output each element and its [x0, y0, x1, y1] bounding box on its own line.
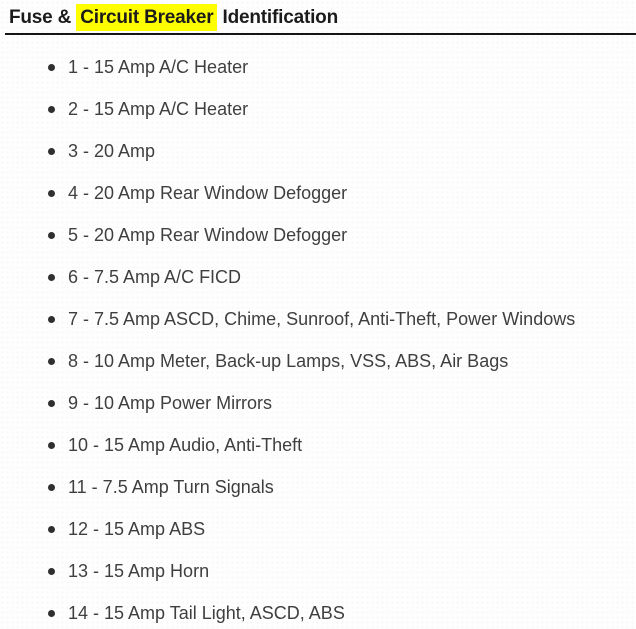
list-item: 7 - 7.5 Amp ASCD, Chime, Sunroof, Anti-T… [48, 308, 636, 331]
list-item: 6 - 7.5 Amp A/C FICD [48, 266, 636, 289]
list-item: 1 - 15 Amp A/C Heater [48, 56, 636, 79]
list-item: 2 - 15 Amp A/C Heater [48, 98, 636, 121]
bullet-icon [48, 568, 55, 575]
list-item-label: 14 - 15 Amp Tail Light, ASCD, ABS [68, 603, 345, 623]
page-title: Fuse & Circuit Breaker Identification [0, 0, 636, 31]
bullet-icon [48, 232, 55, 239]
list-item-label: 12 - 15 Amp ABS [68, 519, 206, 539]
bullet-icon [48, 148, 55, 155]
page-title-highlight: Circuit Breaker [76, 4, 218, 31]
list-item: 12 - 15 Amp ABS [48, 518, 636, 541]
list-item-label: 2 - 15 Amp A/C Heater [68, 99, 249, 119]
bullet-icon [48, 442, 55, 449]
list-item-label: 5 - 20 Amp Rear Window Defogger [68, 225, 348, 245]
list-item-label: 3 - 20 Amp [68, 141, 156, 161]
bullet-icon [48, 484, 55, 491]
page-title-prefix: Fuse & [9, 7, 77, 28]
bullet-icon [48, 274, 55, 281]
bullet-icon [48, 64, 55, 71]
list-item: 11 - 7.5 Amp Turn Signals [48, 476, 636, 499]
bullet-icon [48, 316, 55, 323]
list-item: 9 - 10 Amp Power Mirrors [48, 392, 636, 415]
list-item: 10 - 15 Amp Audio, Anti-Theft [48, 434, 636, 457]
list-item-label: 4 - 20 Amp Rear Window Defogger [68, 183, 348, 203]
fuse-list: 1 - 15 Amp A/C Heater 2 - 15 Amp A/C Hea… [0, 56, 636, 625]
bullet-icon [48, 106, 55, 113]
bullet-icon [48, 526, 55, 533]
list-item: 4 - 20 Amp Rear Window Defogger [48, 182, 636, 205]
list-item-label: 7 - 7.5 Amp ASCD, Chime, Sunroof, Anti-T… [68, 309, 576, 329]
bullet-icon [48, 190, 55, 197]
list-item-label: 8 - 10 Amp Meter, Back-up Lamps, VSS, AB… [68, 351, 509, 371]
list-item: 3 - 20 Amp [48, 140, 636, 163]
page-title-suffix: Identification [217, 7, 339, 28]
bullet-icon [48, 400, 55, 407]
heading-divider [5, 33, 636, 35]
list-item-label: 6 - 7.5 Amp A/C FICD [68, 267, 242, 287]
list-item-label: 11 - 7.5 Amp Turn Signals [68, 477, 274, 497]
bullet-icon [48, 358, 55, 365]
list-item: 5 - 20 Amp Rear Window Defogger [48, 224, 636, 247]
list-item: 14 - 15 Amp Tail Light, ASCD, ABS [48, 602, 636, 625]
list-item-label: 13 - 15 Amp Horn [68, 561, 210, 581]
list-item-label: 1 - 15 Amp A/C Heater [68, 57, 249, 77]
bullet-icon [48, 610, 55, 617]
list-item: 8 - 10 Amp Meter, Back-up Lamps, VSS, AB… [48, 350, 636, 373]
list-item-label: 10 - 15 Amp Audio, Anti-Theft [68, 435, 303, 455]
list-item-label: 9 - 10 Amp Power Mirrors [68, 393, 273, 413]
list-item: 13 - 15 Amp Horn [48, 560, 636, 583]
